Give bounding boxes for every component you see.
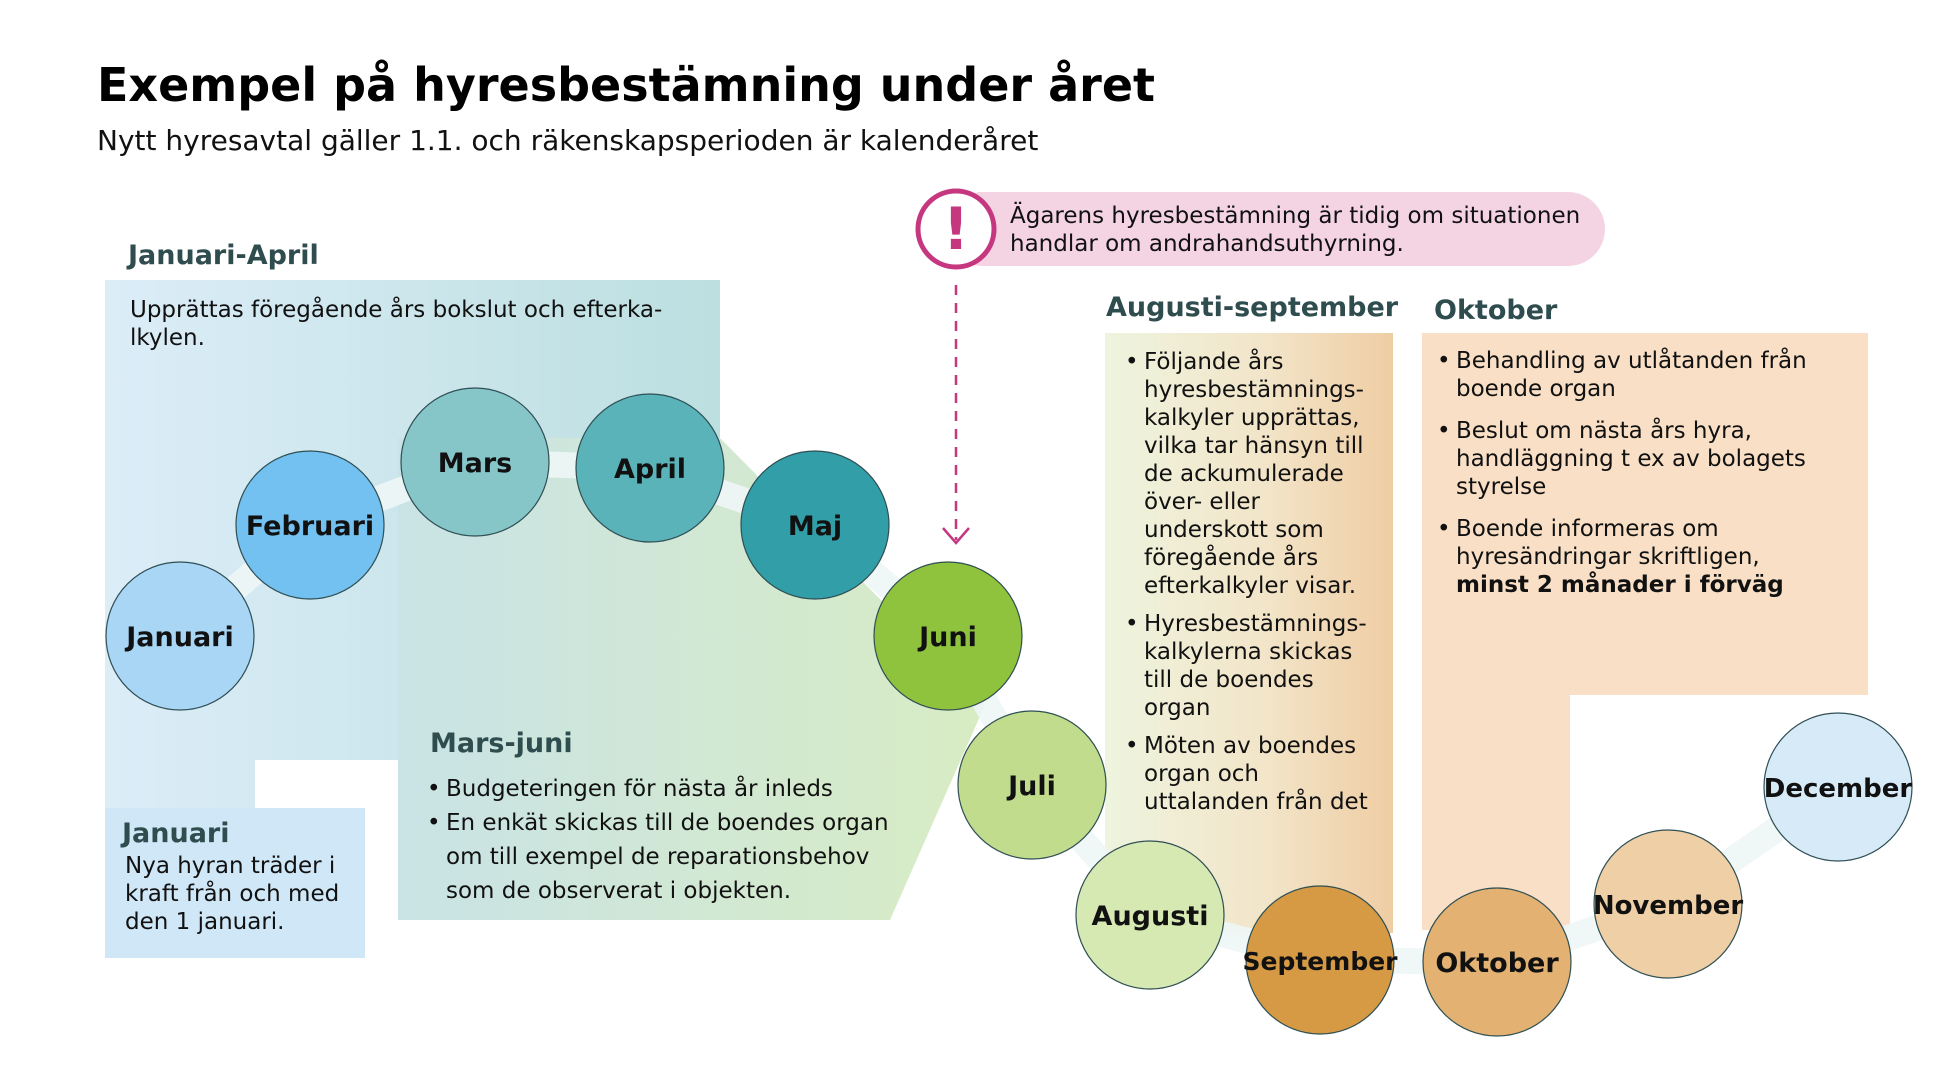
list-item: Hyresbestämnings-kalkylerna skickas till… bbox=[1125, 610, 1390, 722]
heading-januari-april: Januari-April bbox=[128, 240, 319, 271]
region-januari-april bbox=[105, 280, 720, 810]
list-item: Beslut om nästa års hyra,handläggning t … bbox=[1437, 417, 1862, 501]
heading-januari: Januari bbox=[122, 818, 230, 849]
month-circle-april bbox=[575, 393, 725, 543]
text-line: Nya hyran träder i bbox=[125, 853, 336, 879]
exclamation-mark: ! bbox=[943, 195, 969, 263]
list-mars-juni: Budgeteringen för nästa år inleds En enk… bbox=[427, 772, 907, 908]
region-januari bbox=[105, 808, 365, 958]
month-label-mars: Mars bbox=[438, 448, 512, 479]
month-label-juni: Juni bbox=[917, 622, 977, 653]
month-label-september: September bbox=[1243, 947, 1399, 976]
exclamation-icon bbox=[915, 188, 997, 270]
month-label-december: December bbox=[1764, 774, 1913, 804]
notice-line: Ägarens hyresbestämning är tidig om situ… bbox=[1010, 203, 1581, 229]
month-label-juli: Juli bbox=[1006, 771, 1056, 802]
notice-text: Ägarens hyresbestämning är tidig om situ… bbox=[1010, 202, 1580, 258]
month-circle-oktober bbox=[1422, 887, 1572, 1037]
month-label-maj: Maj bbox=[788, 511, 842, 542]
notice-line: handlar om andrahandsuthyrning. bbox=[1010, 231, 1404, 257]
month-circle-februari bbox=[235, 450, 385, 600]
month-label-oktober: Oktober bbox=[1435, 948, 1559, 979]
text-line: den 1 januari. bbox=[125, 909, 285, 935]
page-title: Exempel på hyresbestämning under året bbox=[97, 58, 1156, 112]
text-januari: Nya hyran träder i kraft från och med de… bbox=[125, 852, 365, 936]
month-circle-juli bbox=[957, 710, 1107, 860]
month-circle-januari bbox=[105, 561, 255, 711]
month-label-augusti: Augusti bbox=[1092, 901, 1209, 932]
month-circle-maj bbox=[740, 450, 890, 600]
month-label-februari: Februari bbox=[246, 511, 374, 542]
list-item: Budgeteringen för nästa år inleds bbox=[427, 772, 907, 806]
month-circle-december bbox=[1763, 712, 1913, 862]
heading-mars-juni: Mars-juni bbox=[430, 728, 573, 759]
heading-oktober: Oktober bbox=[1434, 295, 1558, 326]
month-circle-mars bbox=[400, 387, 550, 537]
text-line: Upprättas föregående års bokslut och eft… bbox=[130, 297, 663, 323]
month-circles: Januari Februari Mars AprilMajJuniJuliAugus… bbox=[105, 387, 1913, 1037]
month-circle-september bbox=[1245, 885, 1395, 1035]
text-line: lkylen. bbox=[130, 325, 205, 351]
month-label-november: November bbox=[1593, 891, 1744, 921]
text-januari-april: Upprättas föregående års bokslut och eft… bbox=[130, 296, 710, 352]
text-line: kraft från och med bbox=[125, 881, 340, 907]
notice-banner bbox=[945, 192, 1605, 266]
notice-arrow-head bbox=[942, 527, 970, 545]
list-item: En enkät skickas till de boendes organ o… bbox=[427, 806, 907, 908]
page-subtitle: Nytt hyresavtal gäller 1.1. och räkenska… bbox=[97, 124, 1039, 157]
month-circle-augusti bbox=[1075, 840, 1225, 990]
heading-augusti-september: Augusti-september bbox=[1106, 292, 1399, 323]
month-label-april: April bbox=[614, 454, 686, 485]
month-circle-november bbox=[1593, 829, 1743, 979]
month-label-januari: Januari bbox=[124, 622, 234, 653]
month-circle-juni bbox=[873, 561, 1023, 711]
